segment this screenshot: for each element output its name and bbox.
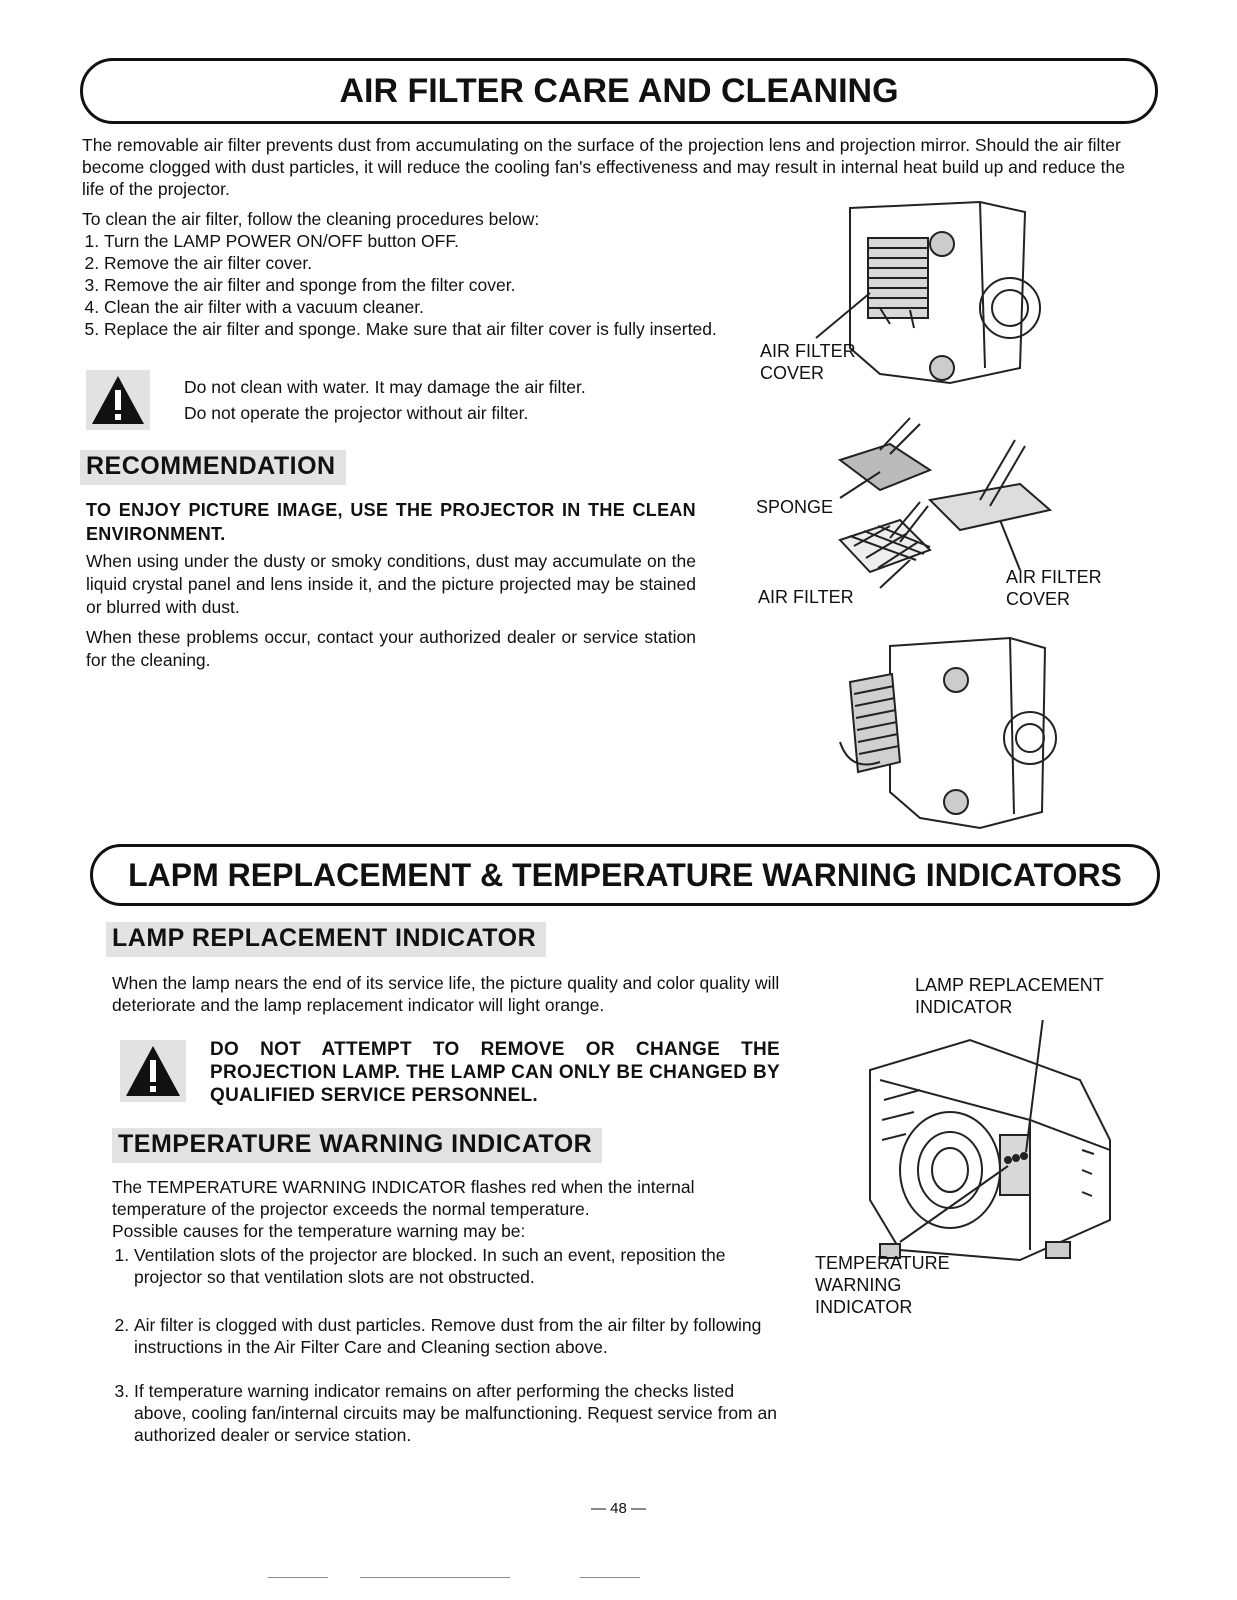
list-item: Remove the air filter cover. <box>104 252 722 274</box>
list-item: Replace the air filter and sponge. Make … <box>104 318 722 340</box>
recommendation-para-2: When these problems occur, contact your … <box>86 627 696 670</box>
section-title-text: LAPM REPLACEMENT & TEMPERATURE WARNING I… <box>128 856 1122 893</box>
page-number: — 48 — <box>590 1500 647 1517</box>
lamp-warning-text: DO NOT ATTEMPT TO REMOVE OR CHANGE THE P… <box>210 1039 780 1106</box>
filter-reinsert-illustration <box>839 636 1057 830</box>
section-title-text: AIR FILTER CARE AND CLEANING <box>339 71 899 110</box>
scan-artifact-line <box>580 1577 640 1578</box>
lamp-replacement-text: When the lamp nears the end of its servi… <box>112 973 780 1015</box>
intro-paragraph: The removable air filter prevents dust f… <box>82 135 1125 199</box>
temperature-description: The TEMPERATURE WARNING INDICATOR flashe… <box>112 1176 792 1242</box>
steps-list: Turn the LAMP POWER ON/OFF button OFF. R… <box>82 230 722 340</box>
scan-artifact-line <box>360 1577 510 1578</box>
lamp-replacement-heading: LAMP REPLACEMENT INDICATOR <box>106 922 547 957</box>
list-item: Remove the air filter and sponge from th… <box>104 274 722 296</box>
cleaning-procedure: To clean the air filter, follow the clea… <box>82 208 722 340</box>
causes-list: Ventilation slots of the projector are b… <box>112 1244 784 1446</box>
label-air-filter-cover: AIR FILTER COVER <box>760 341 856 383</box>
list-item: Turn the LAMP POWER ON/OFF button OFF. <box>104 230 722 252</box>
recommendation-bold: TO ENJOY PICTURE IMAGE, USE THE PROJECTO… <box>86 500 696 544</box>
list-item: Ventilation slots of the projector are b… <box>134 1244 784 1288</box>
projector-filter-cover-illustration <box>815 200 1041 385</box>
label-lamp-replacement-indicator: LAMP REPLACEMENT INDICATOR <box>915 975 1104 1017</box>
label-sponge: SPONGE <box>756 497 834 517</box>
list-item: Clean the air filter with a vacuum clean… <box>104 296 722 318</box>
temperature-line-1: The TEMPERATURE WARNING INDICATOR flashe… <box>112 1177 695 1219</box>
warning-icon <box>120 1040 186 1102</box>
label-air-filter: AIR FILTER <box>758 587 854 607</box>
scan-artifact-line <box>268 1577 328 1578</box>
recommendation-para-1: When using under the dusty or smoky cond… <box>86 551 696 617</box>
recommendation-heading: RECOMMENDATION <box>80 450 346 485</box>
list-item: Air filter is clogged with dust particle… <box>134 1314 784 1358</box>
projector-indicators-illustration <box>869 1020 1111 1262</box>
label-temperature-warning-indicator: TEMPERATURE WARNING INDICATOR <box>815 1253 950 1317</box>
vacuum-cleaning-illustration <box>837 417 1053 589</box>
list-item: If temperature warning indicator remains… <box>134 1380 784 1446</box>
caution-line: Do not clean with water. It may damage t… <box>184 377 586 397</box>
section-title-lamp-temperature: LAPM REPLACEMENT & TEMPERATURE WARNING I… <box>90 844 1160 906</box>
caution-line: Do not operate the projector without air… <box>184 403 529 423</box>
steps-intro: To clean the air filter, follow the clea… <box>82 209 540 229</box>
section-title-air-filter: AIR FILTER CARE AND CLEANING <box>80 58 1158 124</box>
temperature-line-2: Possible causes for the temperature warn… <box>112 1221 526 1241</box>
label-air-filter-cover-2: AIR FILTER COVER <box>1006 567 1102 609</box>
warning-icon <box>86 370 150 430</box>
temperature-warning-heading: TEMPERATURE WARNING INDICATOR <box>112 1128 603 1163</box>
caution-notes: Do not clean with water. It may damage t… <box>184 376 704 424</box>
